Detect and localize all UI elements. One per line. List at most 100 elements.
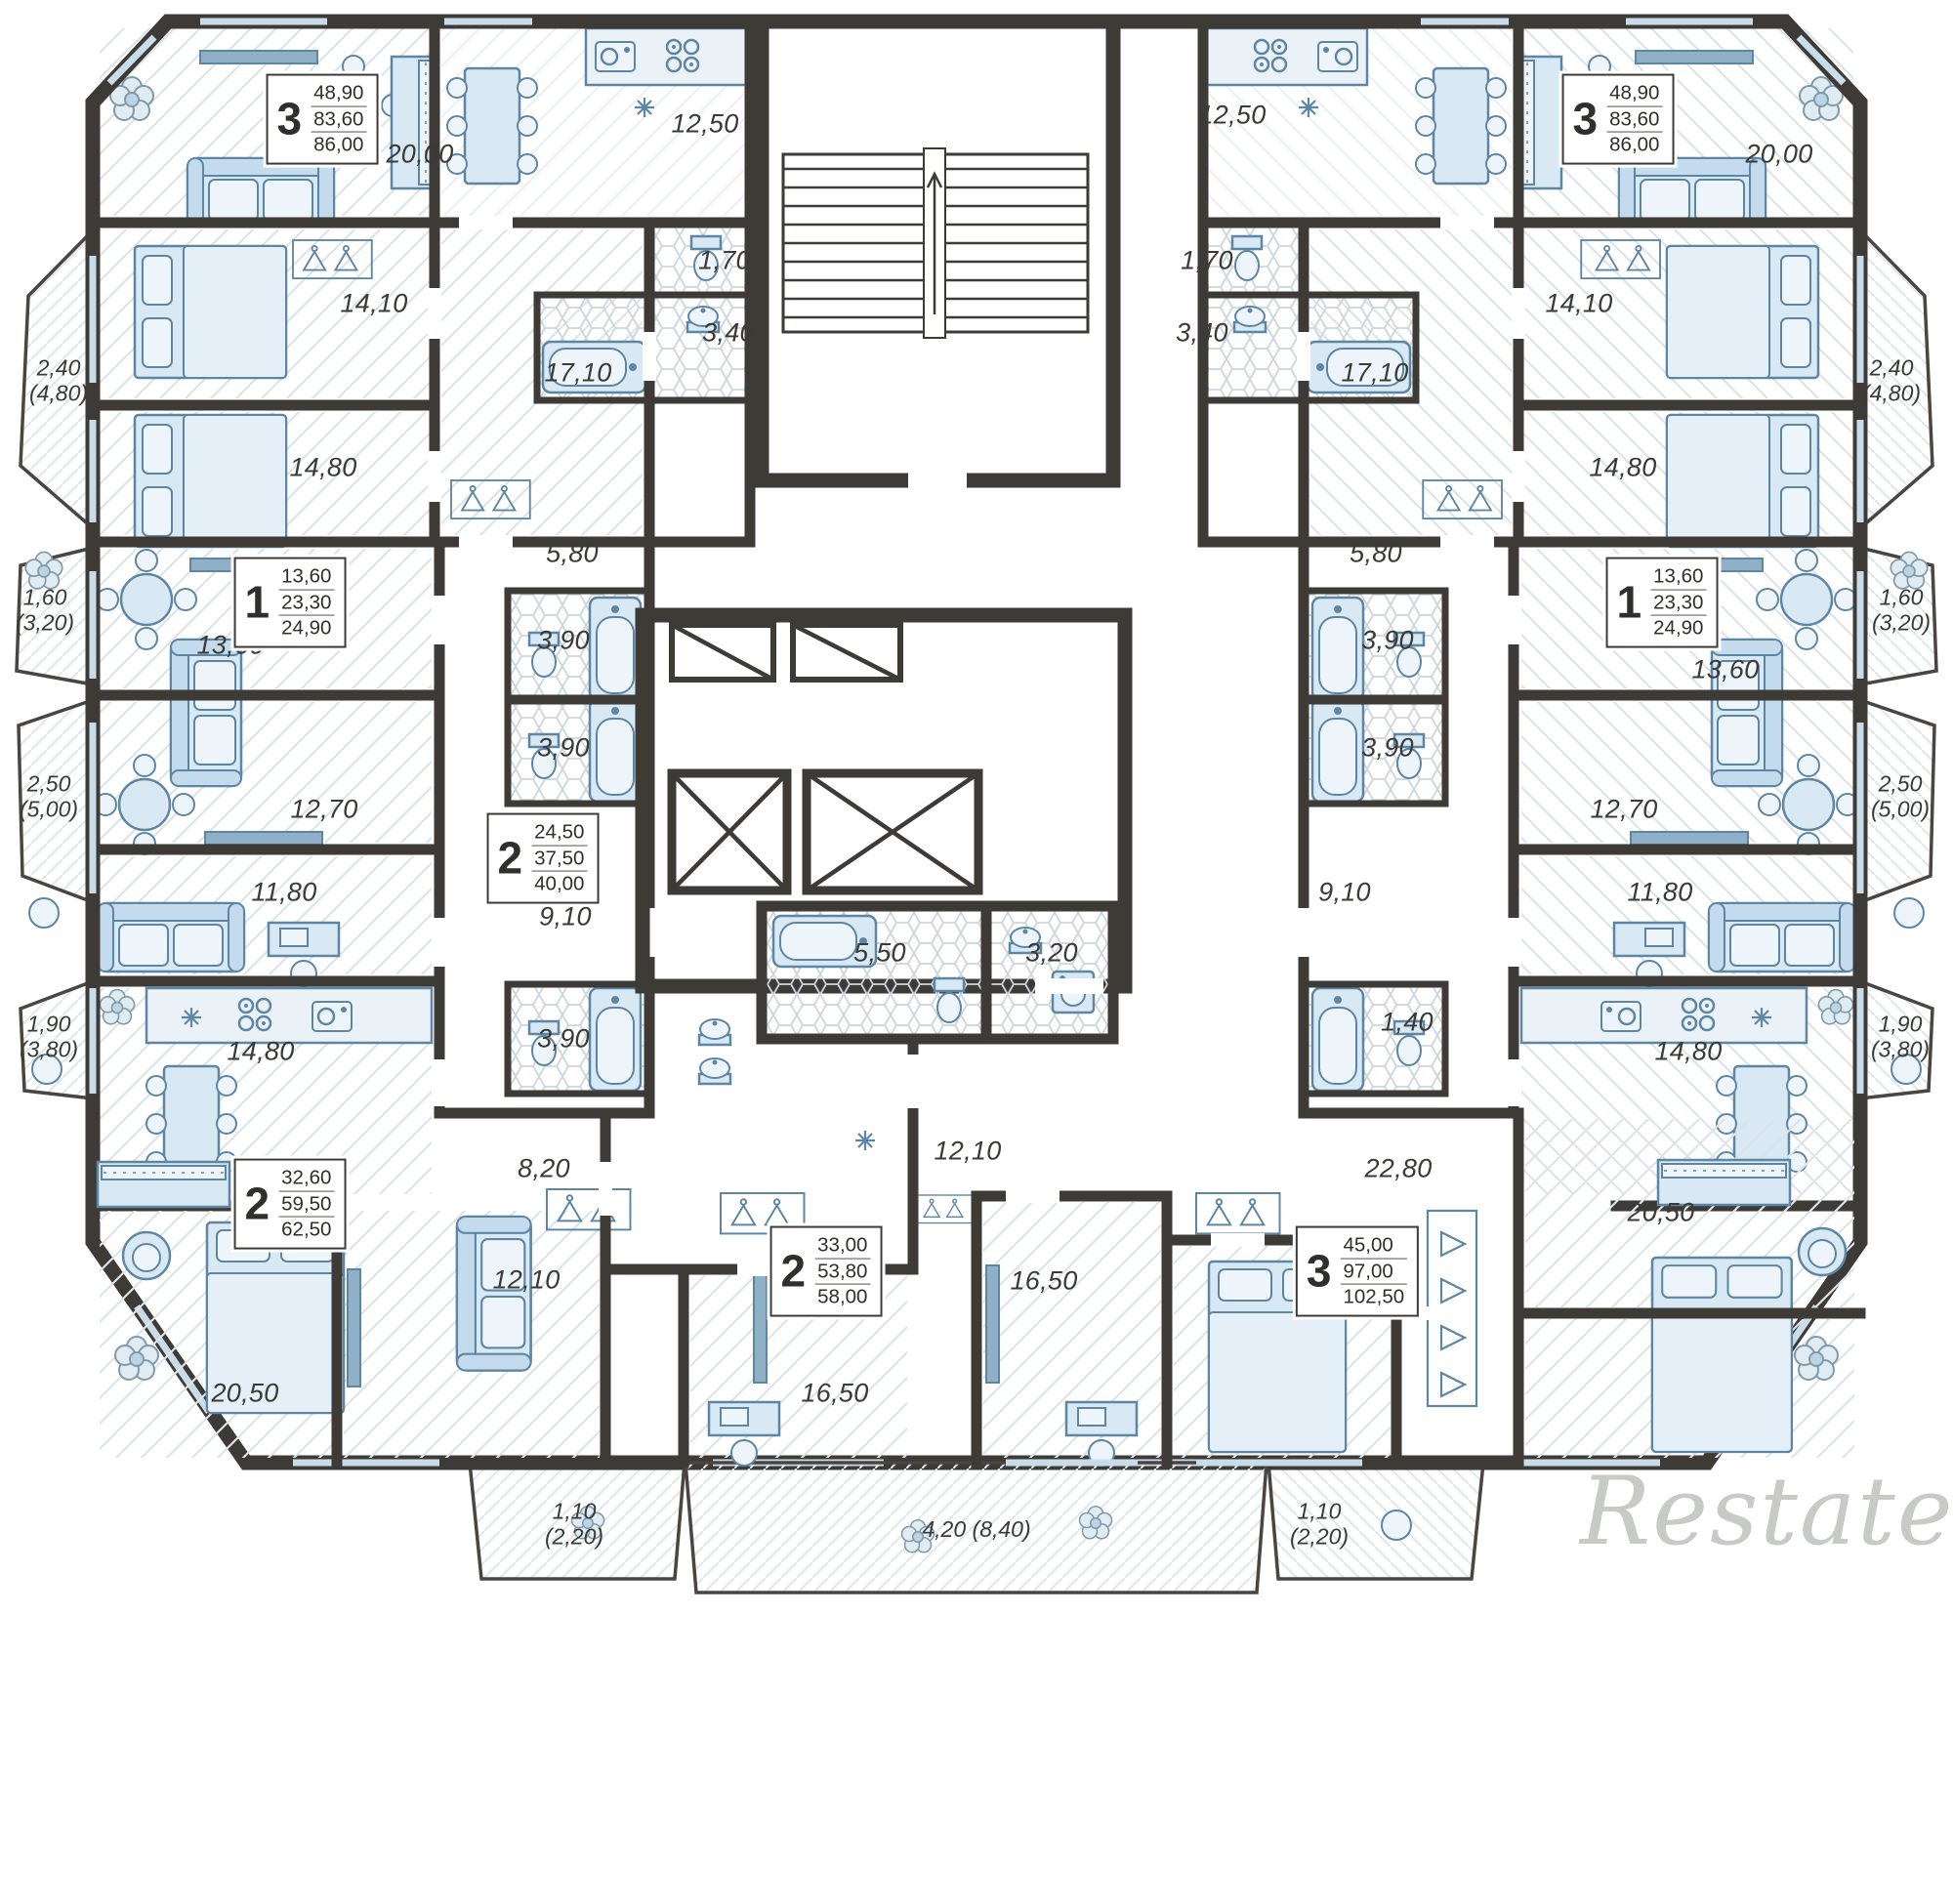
balcony-area-label: 2,40(4,80) — [28, 354, 89, 405]
room-area-label: 12,10 — [492, 1264, 561, 1295]
room-area-label: 12,70 — [1590, 794, 1658, 824]
apartment-area-value: 83,60 — [311, 105, 367, 132]
apartment-area-value: 32,60 — [281, 1166, 332, 1189]
room-area-label: 12,50 — [1198, 100, 1267, 130]
room-area-label: 12,70 — [290, 794, 358, 824]
room-area-label: 8,20 — [518, 1153, 570, 1183]
room-area-label: 5,80 — [1350, 538, 1402, 568]
apartment-area-value: 24,50 — [534, 820, 585, 844]
room-area-label: 14,80 — [289, 452, 357, 482]
room-area-label: 3,90 — [1361, 625, 1414, 655]
room-area-label: 3,40 — [1176, 317, 1228, 348]
room-area-label: 3,90 — [537, 625, 590, 655]
room-area-label: 1,40 — [1381, 1007, 1434, 1037]
apartment-rooms-count: 3 — [1572, 94, 1599, 145]
room-area-label: 3,40 — [702, 317, 755, 348]
apartment-area-value: 45,00 — [1343, 1233, 1393, 1257]
room-area-label: 11,80 — [1627, 877, 1693, 907]
apartment-area-value: 83,60 — [1606, 105, 1663, 132]
apartment-rooms-count: 1 — [244, 577, 270, 628]
apartment-area-value: 102,50 — [1340, 1283, 1408, 1310]
room-area-label: 3,90 — [537, 732, 590, 763]
apartment-area-value: 37,50 — [531, 845, 588, 871]
room-area-label: 9,10 — [1318, 877, 1371, 907]
balcony-area-label: 1,60(3,20) — [15, 584, 75, 635]
room-area-label: 3,90 — [537, 1023, 590, 1054]
balcony-area-label: 1,10(2,20) — [544, 1498, 604, 1549]
balcony-area-label: 4,20 (8,40) — [922, 1516, 1031, 1543]
room-area-label: 17,10 — [1341, 357, 1409, 388]
balcony-chair-icon — [31, 1054, 62, 1085]
apartment-area-value: 59,50 — [278, 1190, 335, 1217]
apartment-area-value: 13,60 — [1653, 564, 1704, 588]
apartment-area-value: 24,90 — [1650, 614, 1707, 642]
apartment-rooms-count: 2 — [780, 1246, 807, 1297]
balcony-area-label: 1,60(3,20) — [1871, 584, 1932, 635]
building-core — [635, 14, 1133, 1152]
room-area-label: 14,10 — [340, 288, 408, 318]
balcony-area-label: 2,50(5,00) — [19, 770, 79, 821]
balcony-area-label: 1,90(3,80) — [19, 1011, 79, 1061]
apartment-area-value: 13,60 — [281, 564, 332, 588]
room-area-label: 12,10 — [934, 1136, 1002, 1166]
apartment-area-value: 40,00 — [531, 870, 588, 897]
bottom-apartments — [96, 1033, 1866, 1594]
apartment-area-value: 53,80 — [814, 1258, 871, 1284]
room-area-label: 11,80 — [251, 877, 317, 907]
apartment-area-value: 86,00 — [1606, 131, 1663, 158]
apartment-rooms-count: 1 — [1616, 577, 1642, 628]
room-area-label: 22,80 — [1364, 1153, 1433, 1183]
apartment-area-value: 62,50 — [278, 1216, 335, 1243]
room-area-label: 14,80 — [1654, 1036, 1723, 1066]
apartment-rooms-count: 2 — [244, 1179, 270, 1229]
room-area-label: 5,80 — [546, 538, 599, 568]
room-area-label: 1,70 — [698, 245, 751, 275]
room-area-label: 13,60 — [1691, 654, 1760, 684]
apartment-area-value: 48,90 — [313, 81, 364, 104]
room-area-label: 20,50 — [211, 1378, 279, 1408]
apartment-area-value: 48,90 — [1609, 81, 1660, 104]
room-area-label: 3,20 — [1025, 937, 1078, 968]
left-wing — [15, 14, 984, 1581]
apartment-area-value: 97,00 — [1340, 1258, 1408, 1284]
balcony-area-label: 1,90(3,80) — [1870, 1011, 1931, 1061]
room-area-label: 14,80 — [227, 1036, 295, 1066]
kitchen-counter — [584, 26, 749, 87]
room-area-label: 16,50 — [801, 1378, 869, 1408]
room-area-label: 20,50 — [1627, 1197, 1695, 1227]
apartment-area-value: 86,00 — [311, 131, 367, 158]
room-area-label: 14,80 — [1589, 452, 1657, 482]
apartment-area-value: 23,30 — [1650, 589, 1707, 615]
apartment-area-value: 33,00 — [817, 1233, 868, 1257]
balcony-area-label: 2,40(4,80) — [1861, 354, 1922, 405]
watermark: Restate — [1580, 1457, 1953, 1566]
room-area-label: 17,10 — [544, 357, 612, 388]
apartment-rooms-count: 3 — [1306, 1246, 1332, 1297]
room-area-label: 14,10 — [1545, 288, 1613, 318]
balcony-chair-icon — [1381, 1510, 1412, 1541]
room-area-label: 9,10 — [539, 901, 592, 931]
apartment-area-value: 23,30 — [278, 589, 335, 615]
room-area-label: 16,50 — [1010, 1265, 1078, 1296]
balcony-chair-icon — [28, 897, 60, 929]
room-area-label: 1,70 — [1181, 245, 1233, 275]
stair-direction-arrow — [926, 171, 943, 314]
balcony-area-label: 1,10(2,20) — [1289, 1498, 1350, 1549]
room-area-label: 20,00 — [1745, 139, 1813, 169]
apartment-area-value: 58,00 — [814, 1283, 871, 1310]
room-area-label: 3,90 — [1361, 732, 1414, 763]
apartment-rooms-count: 2 — [497, 833, 523, 884]
apartment-rooms-count: 3 — [276, 94, 303, 145]
balcony-area-label: 2,50(5,00) — [1870, 770, 1931, 821]
